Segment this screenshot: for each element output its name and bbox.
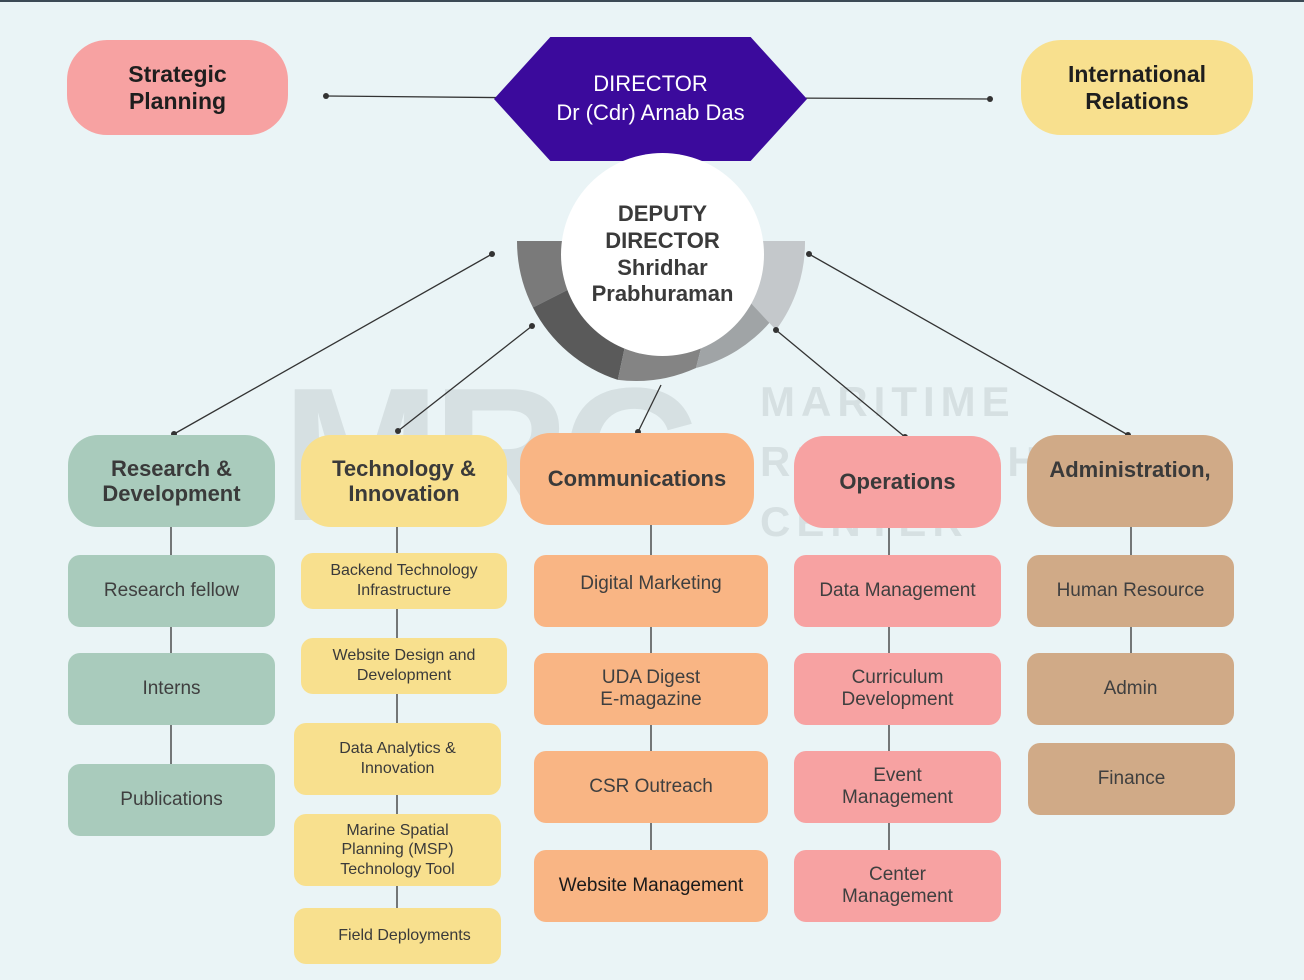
event-management-item: Event Management (794, 751, 1001, 823)
marine-spatial-planning-item: Marine Spatial Planning (MSP) Technology… (294, 814, 501, 886)
website-management-item: Website Management (534, 850, 768, 922)
human-resource-item: Human Resource (1027, 555, 1234, 627)
curriculum-development-item: Curriculum Development (794, 653, 1001, 725)
operations-head: Operations (794, 436, 1001, 528)
director-title: DIRECTOR (593, 71, 708, 97)
digital-marketing-item: Digital Marketing (534, 555, 768, 627)
data-analytics-item: Data Analytics & Innovation (294, 723, 501, 795)
backend-technology-item: Backend Technology Infrastructure (301, 553, 507, 609)
deputy-director-node: DEPUTY DIRECTOR Shridhar Prabhuraman (561, 153, 764, 356)
watermark-line1: MARITIME (760, 378, 1016, 425)
international-relations-node: International Relations (1021, 40, 1253, 135)
website-design-item: Website Design and Development (301, 638, 507, 694)
center-management-item: Center Management (794, 850, 1001, 922)
interns-item: Interns (68, 653, 275, 725)
top-border (0, 0, 1304, 2)
director-name: Dr (Cdr) Arnab Das (556, 100, 745, 125)
research-fellow-item: Research fellow (68, 555, 275, 627)
director-node: DIRECTOR Dr (Cdr) Arnab Das (494, 37, 807, 161)
field-deployments-item: Field Deployments (294, 908, 501, 964)
admin-item: Admin (1027, 653, 1234, 725)
research-development-head: Research & Development (68, 435, 275, 527)
uda-digest-item: UDA Digest E-magazine (534, 653, 768, 725)
finance-item: Finance (1028, 743, 1235, 815)
data-management-item: Data Management (794, 555, 1001, 627)
strategic-planning-node: Strategic Planning (67, 40, 288, 135)
technology-innovation-head: Technology & Innovation (301, 435, 507, 527)
csr-outreach-item: CSR Outreach (534, 751, 768, 823)
publications-item: Publications (68, 764, 275, 836)
administration-head: Administration, (1027, 435, 1233, 527)
communications-head: Communications (520, 433, 754, 525)
